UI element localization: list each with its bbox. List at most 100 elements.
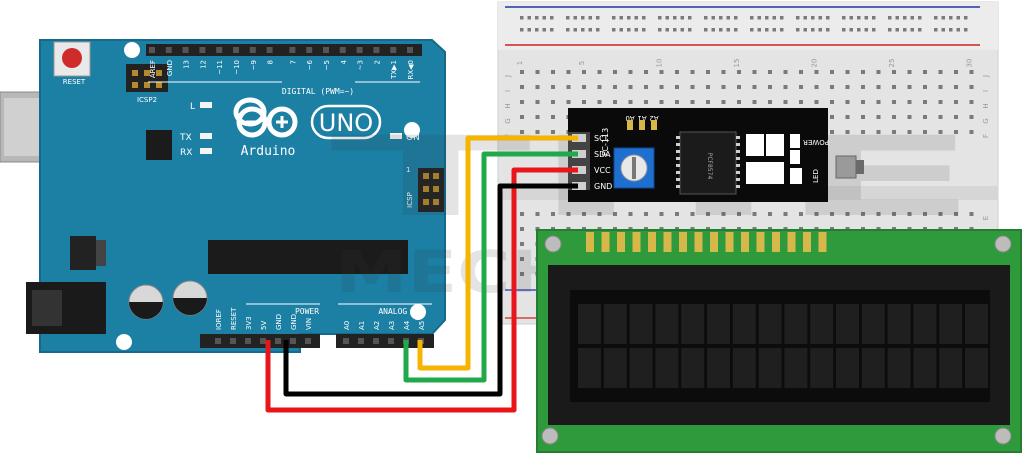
- i2c-address-jumpers: [627, 120, 657, 130]
- digital-header-holes: [149, 47, 413, 53]
- analog-pin-label: A2: [373, 321, 381, 330]
- breadboard-hole: [566, 212, 571, 216]
- lcd-character-cell: [939, 348, 963, 388]
- rail-hole: [542, 28, 546, 32]
- breadboard-hole: [923, 115, 927, 119]
- rail-hole: [658, 16, 662, 20]
- power-pin-label: 5V: [260, 321, 268, 330]
- chip-leg: [736, 157, 740, 160]
- smd-component: [746, 134, 764, 156]
- rail-hole: [964, 16, 968, 20]
- analog-header-hole: [343, 338, 349, 344]
- breadboard-hole: [845, 70, 850, 74]
- lcd-character-cell: [810, 304, 834, 344]
- digital-pin-label: ~6: [306, 59, 314, 70]
- breadboard-row-letter: G: [504, 118, 512, 123]
- rail-hole: [842, 16, 846, 20]
- power-pin-label: RESET: [230, 307, 238, 330]
- rail-hole: [849, 16, 853, 20]
- breadboard-hole: [520, 70, 524, 74]
- breadboard-hole: [566, 85, 571, 89]
- digital-pin-label: RX◀0: [407, 60, 415, 80]
- rail-hole: [573, 28, 577, 32]
- breadboard-hole: [814, 70, 819, 74]
- rail-hole: [780, 16, 784, 20]
- rail-hole: [527, 16, 531, 20]
- lcd-header-pad: [694, 232, 703, 252]
- icsp-pin: [433, 199, 439, 205]
- breadboard-hole: [954, 130, 958, 134]
- rail-hole: [803, 16, 807, 20]
- breadboard-hole: [876, 70, 881, 74]
- breadboard-hole: [628, 100, 633, 104]
- analog-header-hole: [388, 338, 394, 344]
- rail-hole: [826, 16, 830, 20]
- breadboard-hole: [923, 85, 927, 89]
- breadboard-hole: [845, 212, 850, 216]
- pcf8574-chip: [679, 131, 737, 195]
- breadboard-hole: [566, 70, 571, 74]
- logo-plus-v: [280, 116, 284, 128]
- breadboard-hole: [923, 212, 927, 216]
- top-power-rail: [498, 2, 998, 50]
- breadboard-hole: [706, 100, 710, 104]
- breadboard-row-letter: E: [982, 216, 990, 220]
- rail-hole: [796, 16, 800, 20]
- rail-hole: [566, 28, 570, 32]
- breadboard-hole: [830, 70, 834, 74]
- i2c-address-jumper: [651, 120, 657, 130]
- icsp-pin: [433, 186, 439, 192]
- breadboard-column-number: 1: [516, 61, 524, 65]
- breadboard-hole: [706, 70, 710, 74]
- i2c-led-label: LED: [812, 169, 820, 183]
- dc-jack-inner: [32, 290, 62, 326]
- icsp2-pin: [156, 82, 162, 88]
- breadboard-hole: [659, 100, 664, 104]
- rail-hole: [658, 28, 662, 32]
- breadboard-hole: [969, 85, 974, 89]
- breadboard-hole: [520, 227, 524, 231]
- rail-hole: [535, 16, 539, 20]
- breadboard-hole: [907, 70, 912, 74]
- breadboard-hole: [690, 85, 695, 89]
- breadboard-hole: [520, 272, 524, 276]
- lcd-character-cells: [578, 304, 988, 388]
- chip-leg: [736, 136, 740, 139]
- rail-hole: [527, 28, 531, 32]
- breadboard-hole: [938, 70, 943, 74]
- lcd-header-pad: [617, 232, 625, 252]
- breadboard-hole: [535, 70, 540, 74]
- i2c-header-label: SCL: [594, 134, 610, 143]
- i2c-header-block: [568, 132, 590, 190]
- reset-button-cap[interactable]: [62, 48, 82, 68]
- digital-pin-label: TX▶1: [390, 60, 398, 80]
- lcd-character-cell: [887, 304, 911, 344]
- rail-hole: [612, 16, 616, 20]
- rail-hole: [964, 28, 968, 32]
- rail-hole: [864, 16, 868, 20]
- voltage-regulator: [70, 236, 96, 270]
- lcd-header-pad: [648, 232, 656, 252]
- breadboard-hole: [799, 100, 803, 104]
- breadboard-hole: [737, 212, 741, 216]
- digital-header-hole: [289, 47, 296, 53]
- breadboard-hole: [690, 70, 695, 74]
- smd-component: [746, 162, 784, 184]
- backlight-jumper[interactable]: [835, 155, 857, 179]
- i2c-header-pin: [572, 150, 586, 158]
- breadboard-hole: [814, 100, 819, 104]
- lcd-header-pad: [803, 232, 811, 252]
- analog-pin-label: A1: [358, 321, 366, 330]
- breadboard-hole: [768, 70, 772, 74]
- logo-minus: [246, 120, 258, 124]
- icsp-pin: [423, 199, 429, 205]
- breadboard-hole: [814, 85, 819, 89]
- led-l-label: L: [190, 102, 195, 112]
- i2c-header-label: VCC: [594, 166, 611, 175]
- breadboard-column-number: 10: [656, 59, 664, 68]
- breadboard-hole: [954, 100, 958, 104]
- breadboard-hole: [892, 85, 896, 89]
- chip-leg: [736, 171, 740, 174]
- lcd-character-cell: [732, 348, 756, 388]
